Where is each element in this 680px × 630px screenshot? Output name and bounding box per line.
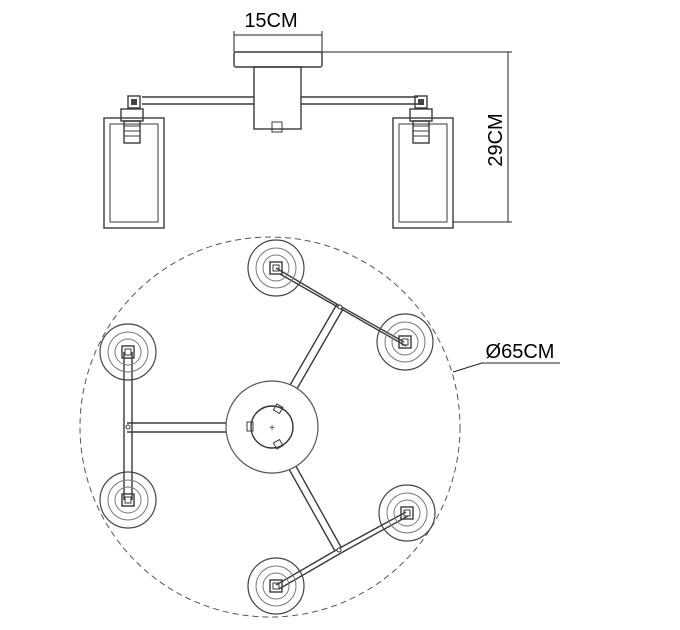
left-shade — [103, 95, 165, 229]
ceiling-plate — [233, 51, 323, 68]
overall-diameter-circle — [79, 236, 461, 618]
lamp-cup-upper-left — [99, 323, 157, 381]
center-canopy: + — [225, 380, 319, 474]
width-dimension: 15CM — [233, 10, 323, 52]
lamp-cup-lower-right — [378, 484, 436, 542]
side-view: 15CM — [103, 10, 512, 229]
height-dimension-label: 29CM — [485, 113, 507, 166]
side-arm — [142, 96, 418, 105]
lamp-cup-lower-left — [99, 471, 157, 529]
svg-text:+: + — [269, 423, 275, 434]
lamp-cup-top — [247, 239, 305, 297]
diameter-dimension: Ø65CM — [452, 341, 560, 373]
diameter-dimension-label: Ø65CM — [486, 341, 555, 363]
lamp-cup-bottom — [247, 557, 305, 615]
width-dimension-label: 15CM — [244, 10, 297, 32]
top-view: Ø65CM — [79, 236, 560, 618]
lamp-cup-upper-right — [376, 313, 434, 371]
center-body — [253, 66, 302, 130]
right-shade — [392, 95, 454, 229]
height-dimension: 29CM — [322, 51, 512, 223]
